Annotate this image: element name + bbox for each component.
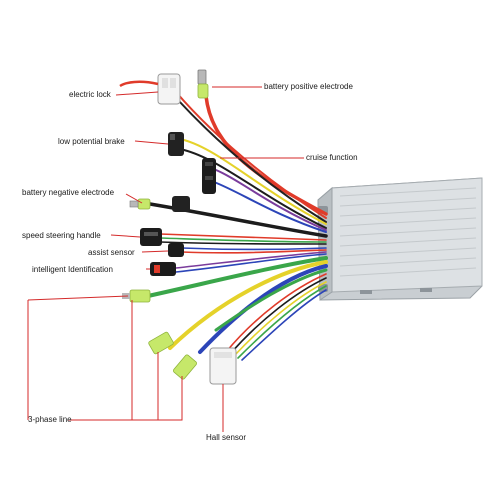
wire-phase-green-top bbox=[146, 256, 328, 298]
wire-brake-black bbox=[183, 149, 327, 229]
leader-three-phase-tick bbox=[27, 295, 129, 301]
leader-lines bbox=[27, 86, 304, 432]
wire-speed-black bbox=[159, 241, 327, 245]
leader-electric-lock bbox=[115, 91, 159, 96]
connectors bbox=[119, 69, 237, 385]
connector-electric-lock bbox=[119, 73, 181, 105]
connector-battery-positive bbox=[197, 69, 209, 99]
label-speed-steering-handle: speed steering handle bbox=[22, 231, 101, 240]
label-assist-sensor: assist sensor bbox=[88, 248, 135, 257]
connector-speed-handle bbox=[140, 228, 162, 246]
wire-speed-red bbox=[159, 233, 327, 241]
wire-hall-blue bbox=[241, 289, 327, 361]
wire-hall-green bbox=[237, 285, 327, 359]
wire-phase-blue bbox=[198, 264, 328, 354]
wire-phase-yellow bbox=[168, 260, 328, 350]
wire-hall-black bbox=[229, 277, 327, 355]
connector-assist-sensor bbox=[168, 243, 184, 257]
label-three-phase-line: 3-phase line bbox=[28, 415, 72, 424]
controller-box bbox=[317, 177, 483, 301]
leader-three-phase bbox=[68, 300, 133, 421]
wire-electric-lock bbox=[175, 91, 327, 219]
leader-low-brake bbox=[134, 140, 169, 145]
wire-battery-negative bbox=[148, 202, 328, 238]
label-intelligent-identification: intelligent Identification bbox=[32, 265, 113, 274]
leader-assist-sensor bbox=[141, 250, 169, 253]
connector-intelligent-id bbox=[150, 262, 176, 276]
wire-cruise-purple bbox=[215, 169, 327, 231]
wire-electric-lock-black bbox=[177, 99, 327, 223]
connector-cruise bbox=[202, 158, 216, 194]
wire-ident-blue bbox=[175, 253, 327, 273]
leader-three-phase-2 bbox=[132, 352, 159, 421]
label-battery-negative-electrode: battery negative electrode bbox=[22, 188, 115, 197]
wire-cruise-blue bbox=[213, 181, 327, 233]
label-hall-sensor: Hall sensor bbox=[206, 433, 247, 442]
leader-three-phase-3 bbox=[158, 376, 183, 421]
label-electric-lock: electric lock bbox=[69, 90, 111, 99]
wire-brake-yellow bbox=[183, 139, 327, 225]
connector-low-brake bbox=[168, 132, 184, 156]
connector-phase-3 bbox=[172, 354, 198, 380]
wire-speed-green bbox=[159, 237, 327, 243]
connector-phase-2 bbox=[148, 331, 174, 355]
wire-hall-yellow bbox=[233, 281, 327, 357]
label-cruise-function: cruise function bbox=[306, 153, 358, 162]
wire-assist-blue bbox=[181, 247, 327, 251]
wire-ident-purple bbox=[175, 251, 327, 269]
wire-phase-green-low bbox=[214, 268, 328, 332]
label-low-potential-brake: low potential brake bbox=[58, 137, 125, 146]
mounting-foot-1 bbox=[360, 290, 372, 294]
wire-bundle bbox=[146, 91, 328, 361]
leader-speed-handle bbox=[110, 234, 141, 238]
mounting-foot-2 bbox=[420, 288, 432, 292]
wire-assist-red bbox=[181, 249, 327, 254]
connector-hall-sensor bbox=[209, 347, 237, 385]
wire-hall-red bbox=[225, 273, 327, 353]
label-battery-positive-electrode: battery positive electrode bbox=[264, 82, 353, 91]
connector-battery-negative bbox=[129, 196, 190, 212]
leader-battery-negative bbox=[125, 193, 143, 204]
